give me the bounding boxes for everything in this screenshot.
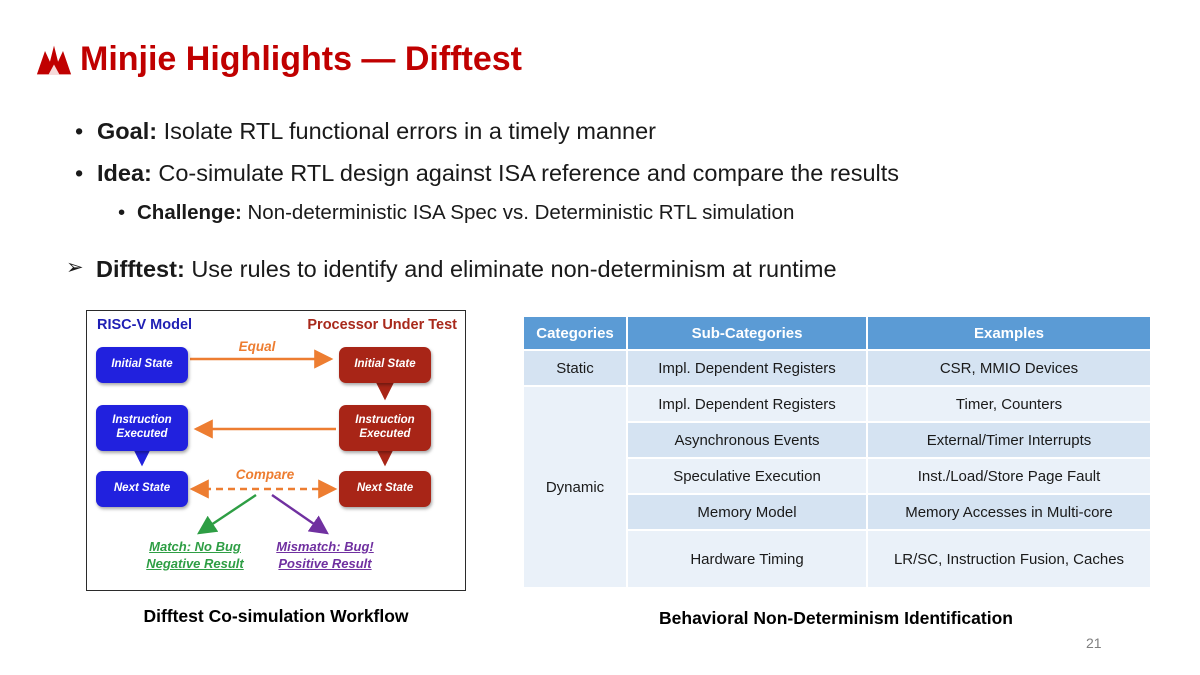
slide-header: Minjie Highlights — Difftest <box>36 40 522 79</box>
model-instruction-executed-box: Instruction Executed <box>96 405 188 451</box>
bullet-marker: • <box>75 118 84 144</box>
subcategory-cell: Memory Model <box>626 493 868 531</box>
dut-instruction-executed-box: Instruction Executed <box>339 405 431 451</box>
compare-label: Compare <box>235 467 295 482</box>
bullet-challenge: • Challenge: Non-deterministic ISA Spec … <box>118 201 794 225</box>
example-cell: Timer, Counters <box>866 385 1152 423</box>
example-cell: Inst./Load/Store Page Fault <box>866 457 1152 495</box>
arrow-bullet-marker: ➢ <box>66 256 84 279</box>
example-cell: CSR, MMIO Devices <box>866 349 1152 387</box>
subcategory-cell: Impl. Dependent Registers <box>626 349 868 387</box>
category-dynamic-cell: Dynamic <box>522 385 628 589</box>
table-row: Asynchronous Events External/Timer Inter… <box>523 421 1152 459</box>
bullet-goal-text: Goal: Isolate RTL functional errors in a… <box>97 118 657 144</box>
subcategory-cell: Asynchronous Events <box>626 421 868 459</box>
table-header-row: Categories Sub-Categories Examples <box>522 315 1152 351</box>
page-number: 21 <box>1086 635 1102 651</box>
example-cell: External/Timer Interrupts <box>866 421 1152 459</box>
header-categories: Categories <box>522 315 628 351</box>
model-initial-state-box: Initial State <box>96 347 188 383</box>
match-result-label: Match: No Bug Negative Result <box>146 539 244 571</box>
table-row: Memory Model Memory Accesses in Multi-co… <box>523 493 1152 531</box>
bullet-difftest: ➢ Difftest: Use rules to identify and el… <box>66 256 837 283</box>
model-next-state-box: Next State <box>96 471 188 507</box>
header-sub-categories: Sub-Categories <box>626 315 868 351</box>
bullet-challenge-text: Challenge: Non-deterministic ISA Spec vs… <box>137 201 795 224</box>
table-caption: Behavioral Non-Determinism Identificatio… <box>659 608 1013 628</box>
bullet-idea-text: Idea: Co-simulate RTL design against ISA… <box>97 160 900 186</box>
bullet-marker: • <box>118 201 126 224</box>
difftest-workflow-diagram: RISC-V Model Processor Under Test Initia… <box>86 310 466 591</box>
table-row: Dynamic Impl. Dependent Registers Timer,… <box>522 385 1152 589</box>
minjie-logo-icon <box>36 45 72 74</box>
example-cell: Memory Accesses in Multi-core <box>866 493 1152 531</box>
nondeterminism-table: Categories Sub-Categories Examples Stati… <box>522 315 1152 589</box>
bullet-idea: • Idea: Co-simulate RTL design against I… <box>75 160 899 187</box>
equal-label: Equal <box>238 339 276 354</box>
model-column-title: RISC-V Model <box>97 317 193 333</box>
subcategory-cell: Impl. Dependent Registers <box>626 385 868 423</box>
dut-next-state-box: Next State <box>339 471 431 507</box>
dut-initial-state-box: Initial State <box>339 347 431 383</box>
header-examples: Examples <box>866 315 1152 351</box>
diagram-caption: Difftest Co-simulation Workflow <box>143 606 409 626</box>
subcategory-cell: Speculative Execution <box>626 457 868 495</box>
table-row: Static Impl. Dependent Registers CSR, MM… <box>522 349 1152 387</box>
subcategory-cell: Hardware Timing <box>626 529 868 589</box>
dut-column-title: Processor Under Test <box>307 317 457 333</box>
nondeterminism-table-wrap: Categories Sub-Categories Examples Stati… <box>522 315 1152 589</box>
table-row: Speculative Execution Inst./Load/Store P… <box>523 457 1152 495</box>
table-row: Hardware Timing LR/SC, Instruction Fusio… <box>523 529 1152 589</box>
mismatch-result-label: Mismatch: Bug! Positive Result <box>276 539 374 571</box>
bullet-goal: • Goal: Isolate RTL functional errors in… <box>75 118 656 145</box>
example-cell: LR/SC, Instruction Fusion, Caches <box>866 529 1152 589</box>
bullet-difftest-text: Difftest: Use rules to identify and elim… <box>96 256 837 282</box>
page-title: Minjie Highlights — Difftest <box>80 40 522 78</box>
category-static-cell: Static <box>522 349 628 387</box>
bullet-marker: • <box>75 160 84 186</box>
